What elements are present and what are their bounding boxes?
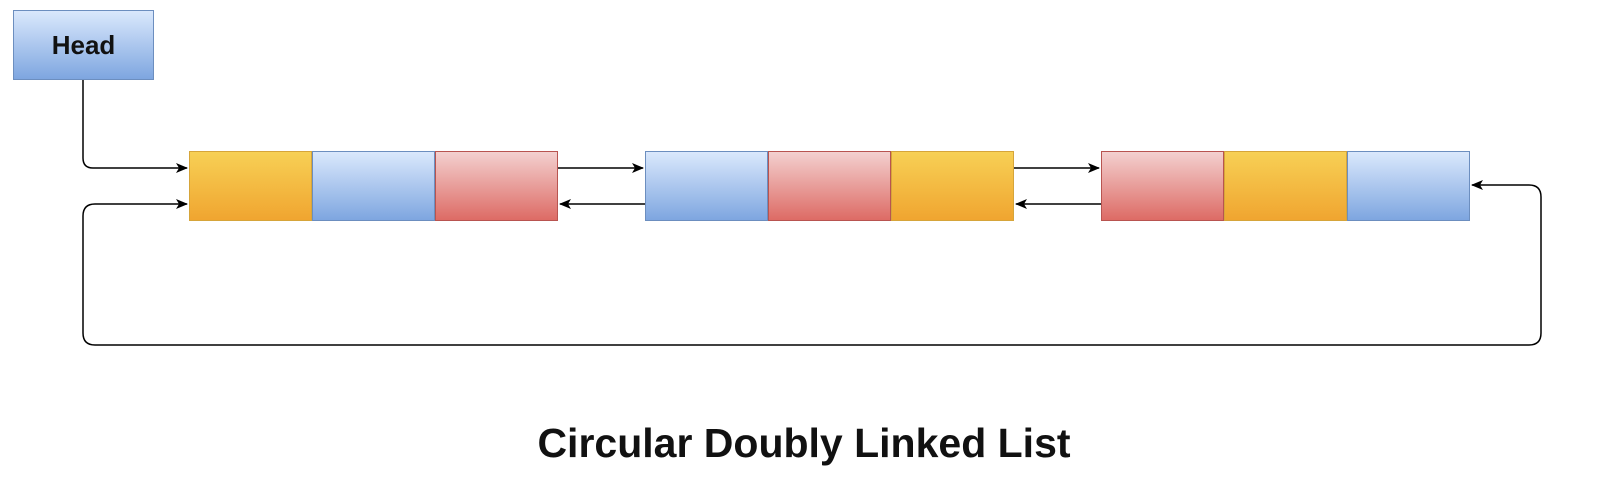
diagram-title: Circular Doubly Linked List bbox=[537, 420, 1071, 466]
node-2-data-cell bbox=[768, 151, 891, 221]
node-1-data-cell bbox=[312, 151, 435, 221]
node-1-prev-cell bbox=[189, 151, 312, 221]
node-3-prev-cell bbox=[1101, 151, 1224, 221]
node-3-next-cell bbox=[1347, 151, 1470, 221]
node-2-prev-cell bbox=[645, 151, 768, 221]
head-box: Head bbox=[13, 10, 154, 80]
node-2-next-cell bbox=[891, 151, 1014, 221]
head-label: Head bbox=[51, 29, 116, 60]
loop-arrowhead-last-node bbox=[1471, 180, 1483, 190]
node-3-data-cell bbox=[1224, 151, 1347, 221]
head-pointer-arrow bbox=[82, 80, 188, 173]
loop-arrowhead-first-node bbox=[176, 199, 188, 209]
node-1-next-cell bbox=[435, 151, 558, 221]
